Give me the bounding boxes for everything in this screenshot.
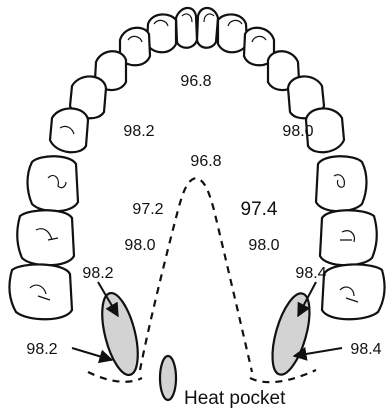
- temp-arch-left-upper: 98.2: [123, 123, 154, 140]
- temp-palate-left-lower: 98.0: [124, 237, 155, 254]
- temp-palate-right-lower: 98.0: [248, 237, 279, 254]
- temp-right-pocket-upper: 98.4: [295, 265, 326, 282]
- temp-palate-right-upper: 97.4: [241, 199, 278, 220]
- temp-palate-left-upper: 97.2: [132, 201, 163, 218]
- temp-left-pocket-upper: 98.2: [82, 265, 113, 282]
- tooth-incisor-right-lateral: [218, 14, 247, 52]
- temp-arch-right-upper: 98.0: [282, 123, 313, 140]
- heat-pocket-right: [265, 289, 317, 378]
- heat-pocket-legend-swatch: [160, 356, 176, 400]
- tooth-molar-right-1: [316, 156, 367, 211]
- heat-pocket-label: Heat pocket: [184, 388, 286, 409]
- tooth-molar-right-2: [320, 210, 377, 265]
- tooth-molar-left-3: [9, 264, 72, 319]
- temp-palate-top: 96.8: [190, 153, 221, 170]
- tooth-molar-left-2: [17, 210, 74, 265]
- temp-right-pocket-lower: 98.4: [350, 341, 381, 358]
- tooth-premolar-left-3: [50, 108, 88, 152]
- temp-left-pocket-lower: 98.2: [26, 341, 57, 358]
- tooth-molar-left-1: [28, 156, 79, 211]
- heat-pocket-left: [95, 290, 144, 379]
- arrow-left-pocket-lower: [72, 348, 112, 360]
- temp-arch-front: 96.8: [180, 73, 211, 90]
